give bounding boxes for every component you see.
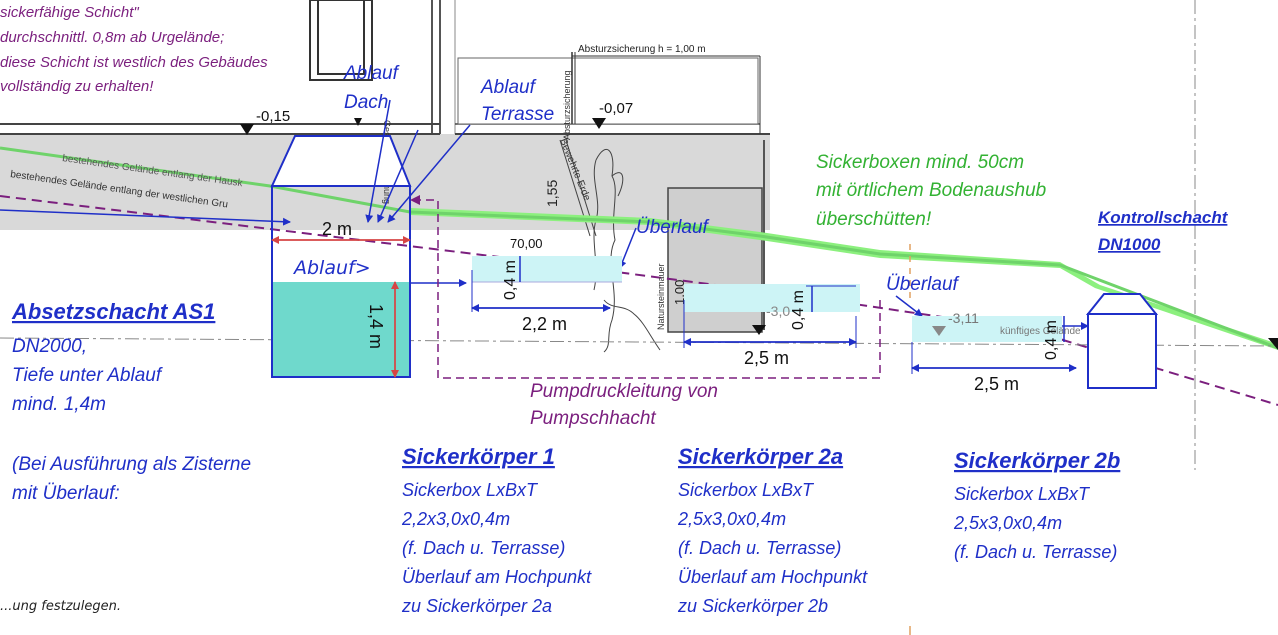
svg-text:70,00: 70,00 (510, 236, 543, 251)
new-terrain (0, 146, 1278, 406)
sk1-line-5: zu Sickerkörper 2a (401, 596, 552, 616)
bottom-left-note: ...ung festzulegen. (0, 599, 121, 614)
note-line-3: diese Schicht ist westlich des Gebäudes (0, 54, 268, 71)
note-line-1: sickerfähige Schicht" (0, 4, 139, 21)
terrace-drain-label-1: Ablauf (480, 77, 537, 98)
sk2a-line-4: Überlauf am Hochpunkt (678, 567, 868, 587)
sk1-description: Sickerkörper 1 Sickerbox LxBxT 2,2x3,0x0… (401, 444, 592, 616)
inspection-shaft (1085, 293, 1159, 389)
note-line-2: durchschnittl. 0,8m ab Urgelände; (0, 29, 224, 46)
fall-protection-vertical-label: Absturzsicherung (562, 70, 572, 140)
level-marker-1: -0,15 (240, 108, 290, 135)
gravel-note-line-2: mit örtlichem Bodenaushub (816, 180, 1046, 201)
level-marker-triangle (752, 325, 766, 335)
sk2b-line-1: Sickerbox LxBxT (954, 484, 1091, 504)
infiltration-box-1 (471, 256, 622, 312)
sk2a-line-2: 2,5x3,0x0,4m (677, 509, 786, 529)
fall-protection-label: Absturzsicherung h = 1,00 m (578, 44, 706, 55)
sk2b-line-3: (f. Dach u. Terrasse) (954, 542, 1117, 562)
future-terrain-label: künftiges Gelände (1000, 326, 1081, 337)
sk1-height-dimension: 0,4 m (502, 260, 519, 300)
terrace-drain-label-2: Terrasse (481, 104, 554, 125)
level-marker-5: -3,0 (766, 303, 790, 319)
as1-title: Absetzschacht AS1 (11, 299, 215, 324)
sk2a-length-dimension: 2,5 m (744, 348, 789, 368)
level-marker-2: -0,07 (592, 100, 633, 129)
edge-level-marker (1268, 338, 1278, 350)
level-marker-3: -3,11 (948, 310, 979, 326)
pump-line-label-1: Pumpdruckleitung von (530, 381, 718, 402)
sk2b-title: Sickerkörper 2b (954, 448, 1120, 473)
as1-line-3: mind. 1,4m (12, 394, 106, 415)
sk2b-description: Sickerkörper 2b Sickerbox LxBxT 2,5x3,0x… (953, 448, 1120, 562)
sk2a-description: Sickerkörper 2a Sickerbox LxBxT 2,5x3,0x… (677, 444, 868, 616)
as1-note-line-1: (Bei Ausführung als Zisterne (12, 454, 251, 475)
as1-note-line-2: mit Überlauf: (12, 483, 120, 504)
as1-width-dimension: 2 m (322, 219, 352, 239)
dimension-100: 1,00 (672, 280, 687, 305)
sk1-line-2: 2,2x3,0x0,4m (401, 509, 510, 529)
pump-line-label-2: Pumpschhacht (530, 408, 656, 429)
flow-labels: Ablauf Dach Ablauf Terrasse Überlauf Übe… (343, 63, 960, 295)
infiltration-box-2a (683, 284, 860, 348)
as1-depth-dimension: 1,4 m (366, 304, 386, 349)
roof-drain-label-1: Ablauf (343, 63, 400, 84)
sk2b-length-dimension: 2,5 m (974, 374, 1019, 394)
as1-line-1: DN2000, (12, 336, 87, 357)
gravel-cover-note: Sickerboxen mind. 50cm mit örtlichem Bod… (816, 152, 1046, 230)
gravel-note-line-3: überschütten! (816, 209, 932, 230)
sk1-title: Sickerkörper 1 (402, 444, 555, 469)
sk2b-line-2: 2,5x3,0x0,4m (953, 513, 1062, 533)
sk1-line-4: Überlauf am Hochpunkt (402, 567, 592, 587)
svg-text:-0,07: -0,07 (599, 100, 633, 117)
overflow-label-2: Überlauf (886, 274, 960, 295)
settling-shaft-as1 (270, 135, 412, 378)
sk1-line-1: Sickerbox LxBxT (402, 480, 539, 500)
roof-drain-label-2: Dach (344, 92, 388, 113)
settling-shaft-description: Absetzschacht AS1 DN2000, Tiefe unter Ab… (11, 299, 251, 504)
inspection-shaft-title: Kontrollschacht (1098, 208, 1229, 227)
top-left-note: sickerfähige Schicht" durchschnittl. 0,8… (0, 4, 268, 95)
infiltration-box-2b (911, 316, 1077, 374)
sk2b-height-dimension: 0,4 m (1043, 320, 1060, 360)
sk2a-title: Sickerkörper 2a (678, 444, 843, 469)
pump-line-label: Pumpdruckleitung von Pumpschhacht (530, 381, 718, 429)
overflow-label-1: Überlauf (636, 217, 710, 238)
sk1-length-dimension: 2,2 m (522, 314, 567, 334)
pump-line-arrowhead (410, 195, 420, 205)
pump-pressure-line (420, 199, 881, 379)
as1-line-2: Tiefe unter Ablauf (12, 365, 163, 386)
svg-text:-0,15: -0,15 (256, 108, 290, 125)
sk2a-line-5: zu Sickerkörper 2b (677, 596, 828, 616)
note-line-4: vollständig zu erhalten! (0, 78, 154, 95)
roof-drain-marker (354, 118, 362, 126)
dimension-155: 1,55 (544, 180, 560, 207)
inspection-shaft-label: Kontrollschacht DN1000 (1098, 208, 1229, 254)
stone-wall-label: Natursteinmauer (656, 263, 666, 330)
ablauf-arrow-label: Ablauf> (292, 257, 371, 279)
sk2a-height-dimension: 0,4 m (790, 290, 807, 330)
sk1-line-3: (f. Dach u. Terrasse) (402, 538, 565, 558)
sk2a-line-3: (f. Dach u. Terrasse) (678, 538, 841, 558)
inspection-shaft-subtitle: DN1000 (1098, 235, 1161, 254)
gravel-note-line-1: Sickerboxen mind. 50cm (816, 152, 1024, 173)
sk2a-line-1: Sickerbox LxBxT (678, 480, 815, 500)
